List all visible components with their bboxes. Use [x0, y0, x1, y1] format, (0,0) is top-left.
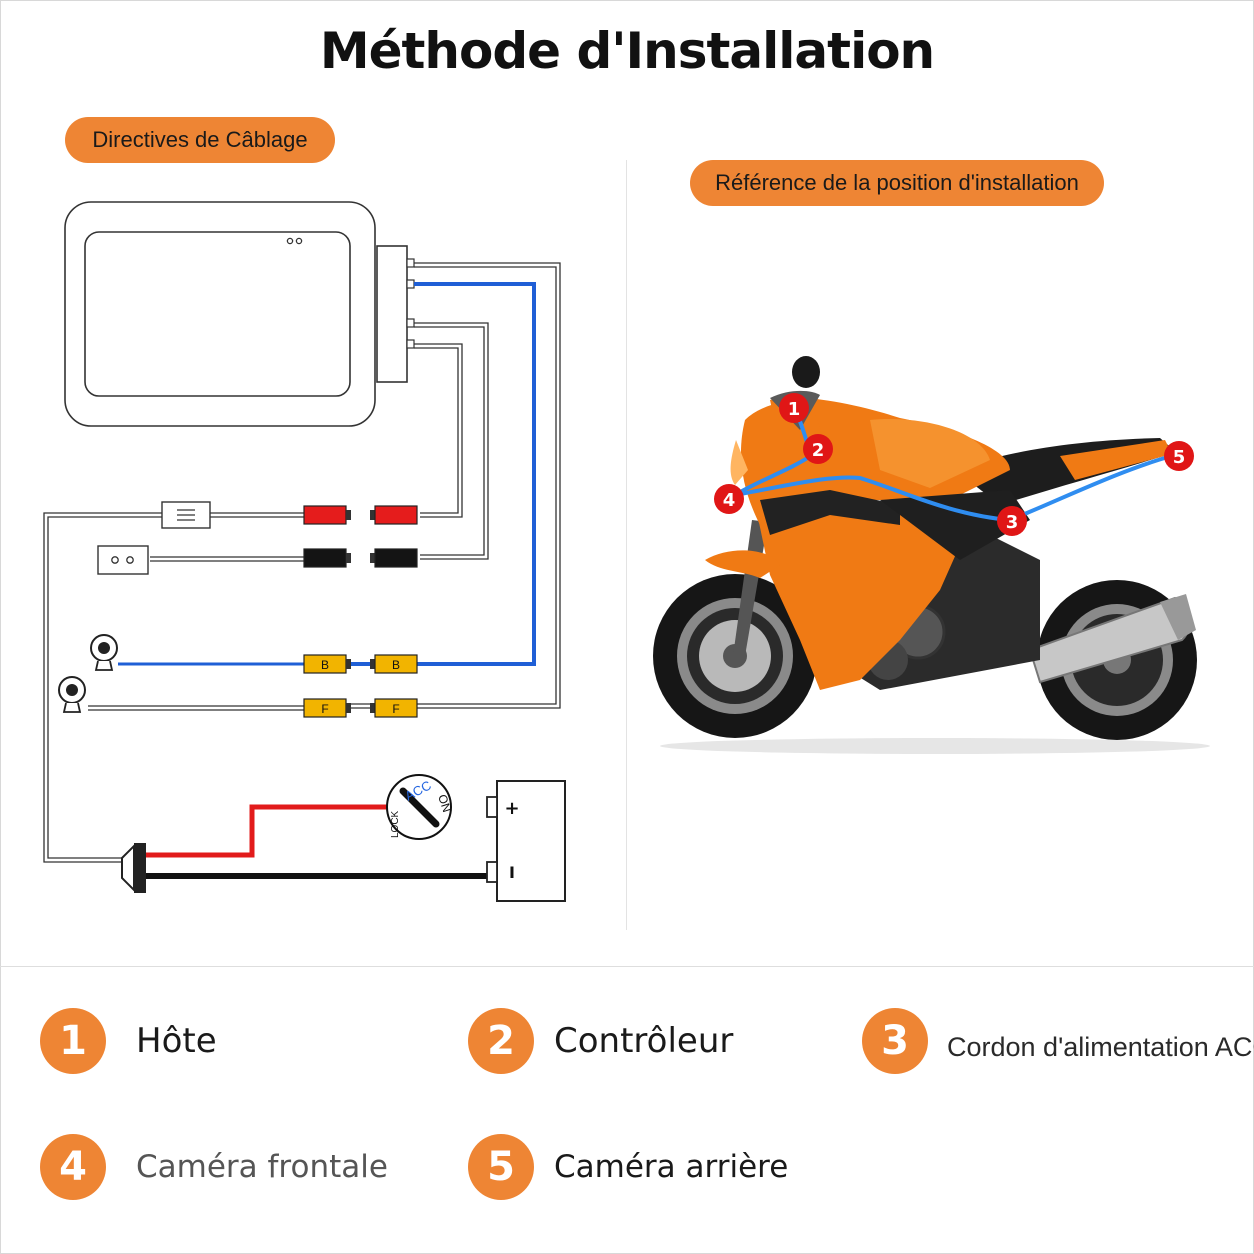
battery-icon: + I: [486, 780, 566, 902]
marker-1: 1: [779, 393, 809, 423]
fuse-holder: [161, 501, 211, 529]
black-connector-pair: [303, 548, 418, 568]
legend-number-5: 5: [468, 1134, 534, 1200]
host-unit: [64, 201, 415, 427]
svg-text:1: 1: [788, 399, 801, 420]
wires: [43, 262, 561, 879]
page-title: Méthode d'Installation: [319, 22, 935, 80]
connector-b-label-right: B: [392, 658, 400, 672]
rear-camera-connector-pair: B B: [303, 654, 418, 674]
marker-4: 4: [714, 484, 744, 514]
svg-text:3: 3: [1006, 512, 1019, 533]
battery-plus-label: +: [504, 798, 519, 819]
rear-camera-icon: [90, 634, 118, 671]
ground-terminal: [121, 843, 146, 893]
connector-f-label-left: F: [321, 702, 328, 716]
marker-5: 5: [1164, 441, 1194, 471]
legend-number-1: 1: [40, 1008, 106, 1074]
ignition-on-label: ON: [435, 793, 454, 814]
legend-label-controller: Contrôleur: [554, 1021, 734, 1061]
position-markers: 1 2 3 4 5: [714, 393, 1194, 536]
legend-label-acc-power-cord: Cordon d'alimentation ACC: [947, 1032, 1254, 1062]
front-camera-connector-pair: F F: [303, 698, 418, 718]
front-camera-icon: [58, 676, 86, 713]
legend-label-front-camera: Caméra frontale: [136, 1149, 388, 1185]
red-connector-pair: [303, 505, 418, 525]
marker-2: 2: [803, 434, 833, 464]
legend-number-2: 2: [468, 1008, 534, 1074]
motorcycle-illustration: [653, 356, 1210, 754]
connector-f-label-right: F: [392, 702, 399, 716]
ignition-lock-label: LOCK: [390, 810, 401, 838]
position-section-badge: Référence de la position d'installation: [690, 160, 1104, 206]
svg-text:2: 2: [812, 440, 825, 461]
legend-label-host: Hôte: [136, 1021, 217, 1061]
connector-b-label-left: B: [321, 658, 329, 672]
marker-3: 3: [997, 506, 1027, 536]
wiring-section-badge: Directives de Câblage: [65, 117, 335, 163]
battery-minus-label: I: [509, 863, 515, 882]
svg-text:5: 5: [1173, 447, 1186, 468]
legend-number-4: 4: [40, 1134, 106, 1200]
controller-plug: [97, 545, 149, 575]
section-divider: [626, 160, 627, 930]
ignition-switch-icon: ACC ON LOCK: [386, 774, 454, 840]
legend-divider: [0, 966, 1254, 967]
legend-number-3: 3: [862, 1008, 928, 1074]
svg-text:4: 4: [723, 490, 736, 511]
legend-label-rear-camera: Caméra arrière: [554, 1149, 789, 1185]
